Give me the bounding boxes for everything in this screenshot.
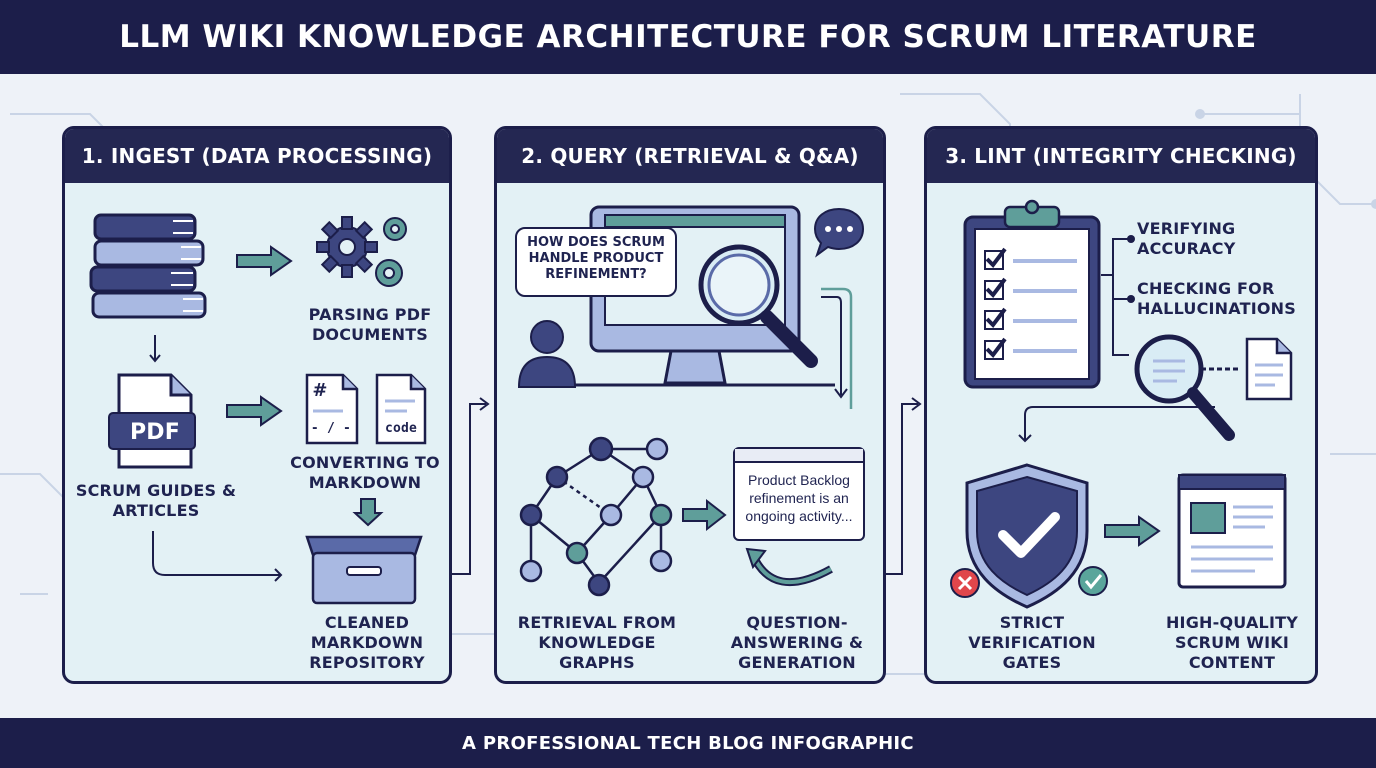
question-bubble: HOW DOES SCRUM HANDLE PRODUCT REFINEMENT…	[515, 227, 677, 297]
qa-label: QUESTION-ANSWERING & GENERATION	[730, 613, 864, 672]
arrow-right-icon	[682, 498, 727, 532]
answer-text: Product Backlog refinement is an ongoing…	[745, 472, 853, 524]
connector-bracket	[1101, 235, 1135, 356]
shield-check-icon	[950, 463, 1108, 609]
converting-label: CONVERTING TO MARKDOWN	[290, 453, 440, 492]
panel-ingest-title: 1. INGEST (DATA PROCESSING)	[65, 129, 449, 183]
wiki-page-icon	[1177, 473, 1287, 589]
footer-caption: A PROFESSIONAL TECH BLOG INFOGRAPHIC	[0, 718, 1376, 768]
panel-lint: 3. LINT (INTEGRITY CHECKING) VERIFYING A…	[924, 126, 1318, 684]
connector-line	[1018, 406, 1215, 443]
hallucinations-label: CHECKING FOR HALLUCINATIONS	[1137, 279, 1296, 318]
markdown-files-icon	[305, 373, 427, 445]
arrow-right-icon	[226, 395, 283, 427]
gates-label: STRICT VERIFICATION GATES	[968, 613, 1096, 672]
sources-label: SCRUM GUIDES & ARTICLES	[75, 481, 237, 520]
arrow-down-icon	[821, 287, 853, 409]
clipboard-checklist-icon	[963, 199, 1101, 389]
magnifier-icon	[698, 244, 818, 368]
markdown-snippet: - / -	[310, 421, 352, 436]
parsing-label: PARSING PDF DOCUMENTS	[308, 305, 432, 344]
arrow-right-icon	[236, 245, 293, 277]
retrieval-label: RETRIEVAL FROM KNOWLEDGE GRAPHS	[517, 613, 677, 672]
panel-lint-title: 3. LINT (INTEGRITY CHECKING)	[927, 129, 1315, 183]
markdown-hash: #	[312, 380, 328, 401]
pdf-badge: PDF	[129, 420, 180, 445]
pdf-document-icon	[108, 373, 196, 469]
refresh-icon	[745, 547, 833, 586]
repository-label: CLEANED MARKDOWN REPOSITORY	[309, 613, 425, 672]
repository-box-icon	[305, 535, 423, 605]
arrow-down-icon	[352, 498, 384, 527]
arrow-right-icon	[1104, 515, 1161, 547]
content-label: HIGH-QUALITY SCRUM WIKI CONTENT	[1165, 613, 1299, 672]
knowledge-graph-icon	[519, 436, 673, 597]
code-snippet: code	[384, 421, 418, 436]
chat-icon	[813, 207, 865, 258]
answer-window: Product Backlog refinement is an ongoing…	[733, 447, 865, 541]
panel-ingest: 1. INGEST (DATA PROCESSING)	[62, 126, 452, 684]
answer-window-titlebar	[735, 449, 863, 463]
accuracy-label: VERIFYING ACCURACY	[1137, 219, 1236, 258]
magnifier-document-icon	[1134, 334, 1293, 441]
connector-line	[152, 531, 283, 582]
user-icon	[517, 320, 577, 388]
panel-query-title: 2. QUERY (RETRIEVAL & Q&A)	[497, 129, 883, 183]
panel-query: 2. QUERY (RETRIEVAL & Q&A) HOW DOES SCRU…	[494, 126, 886, 684]
arrow-down-icon	[149, 335, 161, 363]
books-icon	[89, 213, 207, 319]
page-title: LLM WIKI KNOWLEDGE ARCHITECTURE FOR SCRU…	[0, 0, 1376, 74]
gears-icon	[316, 216, 407, 287]
